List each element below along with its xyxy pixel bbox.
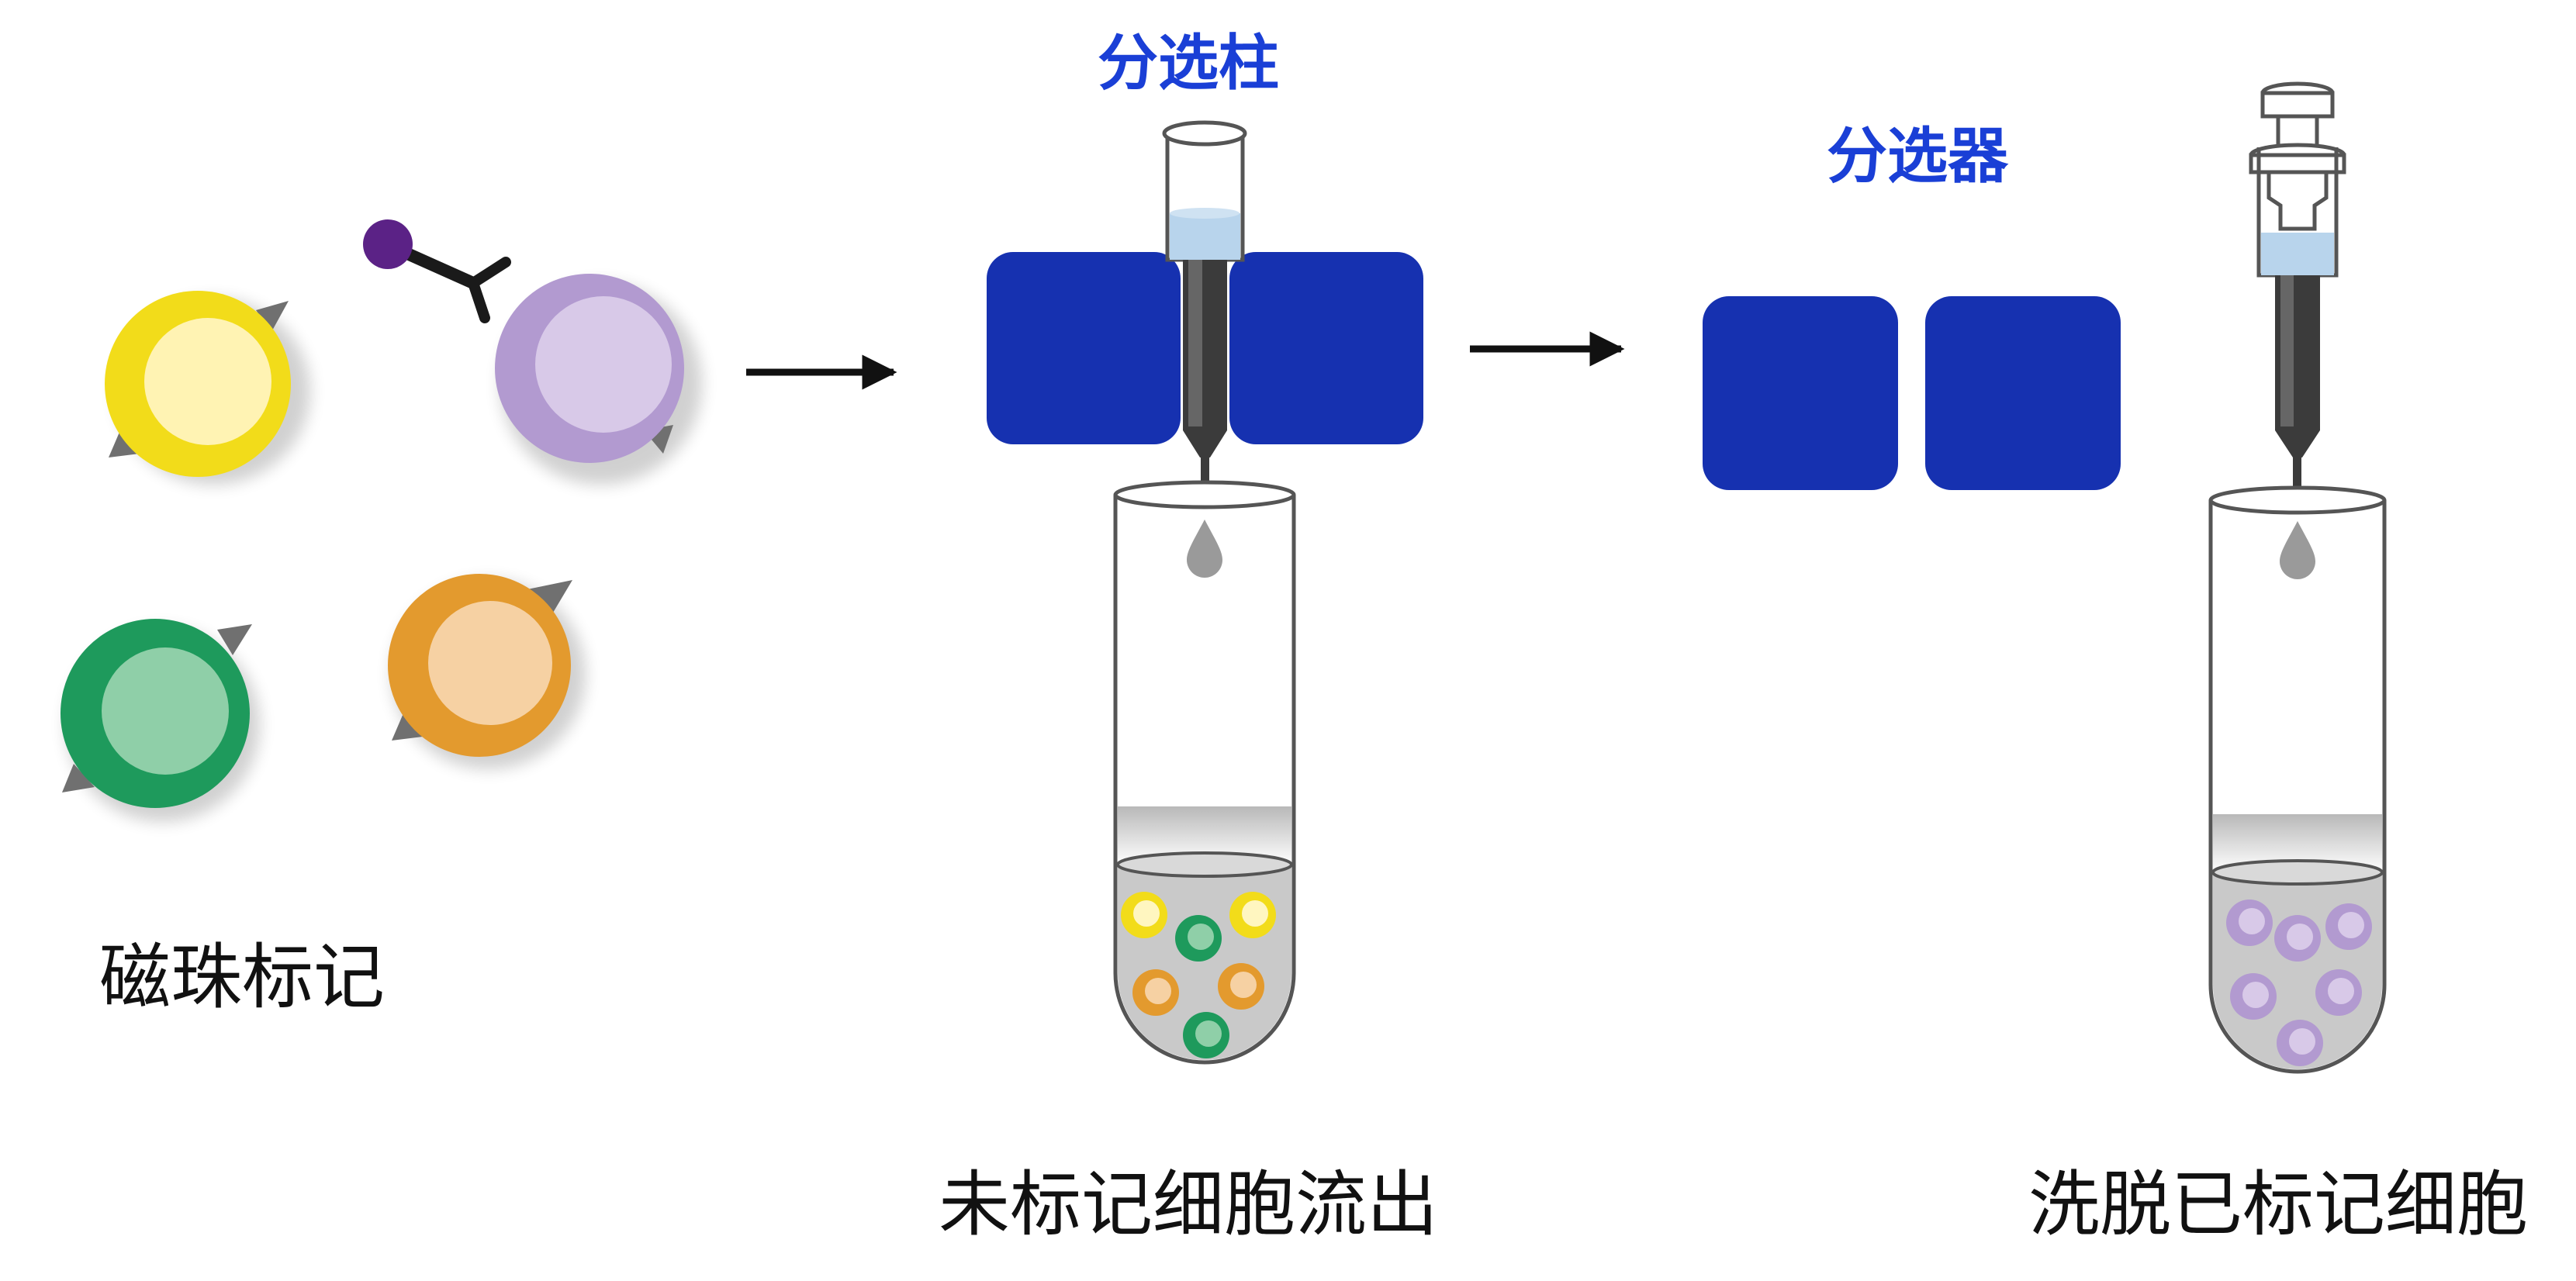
column-icon: [1162, 120, 1247, 495]
green-cell-icon: [61, 619, 260, 822]
separation-column-label: 分选柱: [1098, 29, 1279, 98]
cells-group: [61, 219, 702, 822]
magnetic-bead-labeling-label: 磁珠标记: [99, 936, 385, 1019]
column-magnet-assembly: [987, 120, 1423, 1065]
magnet-block-icon: [1925, 296, 2121, 490]
yellow-cell-icon: [105, 291, 310, 485]
magnet-block-icon: [1229, 252, 1423, 444]
orange-cell-icon: [388, 574, 586, 769]
magnet-block-icon: [987, 252, 1181, 444]
unlabeled-cells-flow-out-label: 未标记细胞流出: [939, 1163, 1438, 1246]
labeled-cells: [2226, 899, 2372, 1066]
test-tube-icon: [2208, 485, 2387, 1074]
test-tube-icon: [1113, 480, 1296, 1065]
purple-labeled-cell-icon: [495, 274, 702, 485]
droplet-icon: [1187, 520, 1222, 578]
plunger-icon: [2249, 81, 2346, 231]
elution-assembly: [2208, 81, 2387, 1074]
antibody-bead-icon: [363, 219, 511, 323]
separator-label: 分选器: [1827, 122, 2009, 192]
column-icon: [2256, 147, 2339, 495]
elute-labeled-cells-label: 洗脱已标记细胞: [2028, 1163, 2528, 1246]
mixed-cells: [1121, 892, 1276, 1058]
magnet-block-icon: [1703, 296, 1898, 490]
droplet-icon: [2280, 521, 2315, 579]
